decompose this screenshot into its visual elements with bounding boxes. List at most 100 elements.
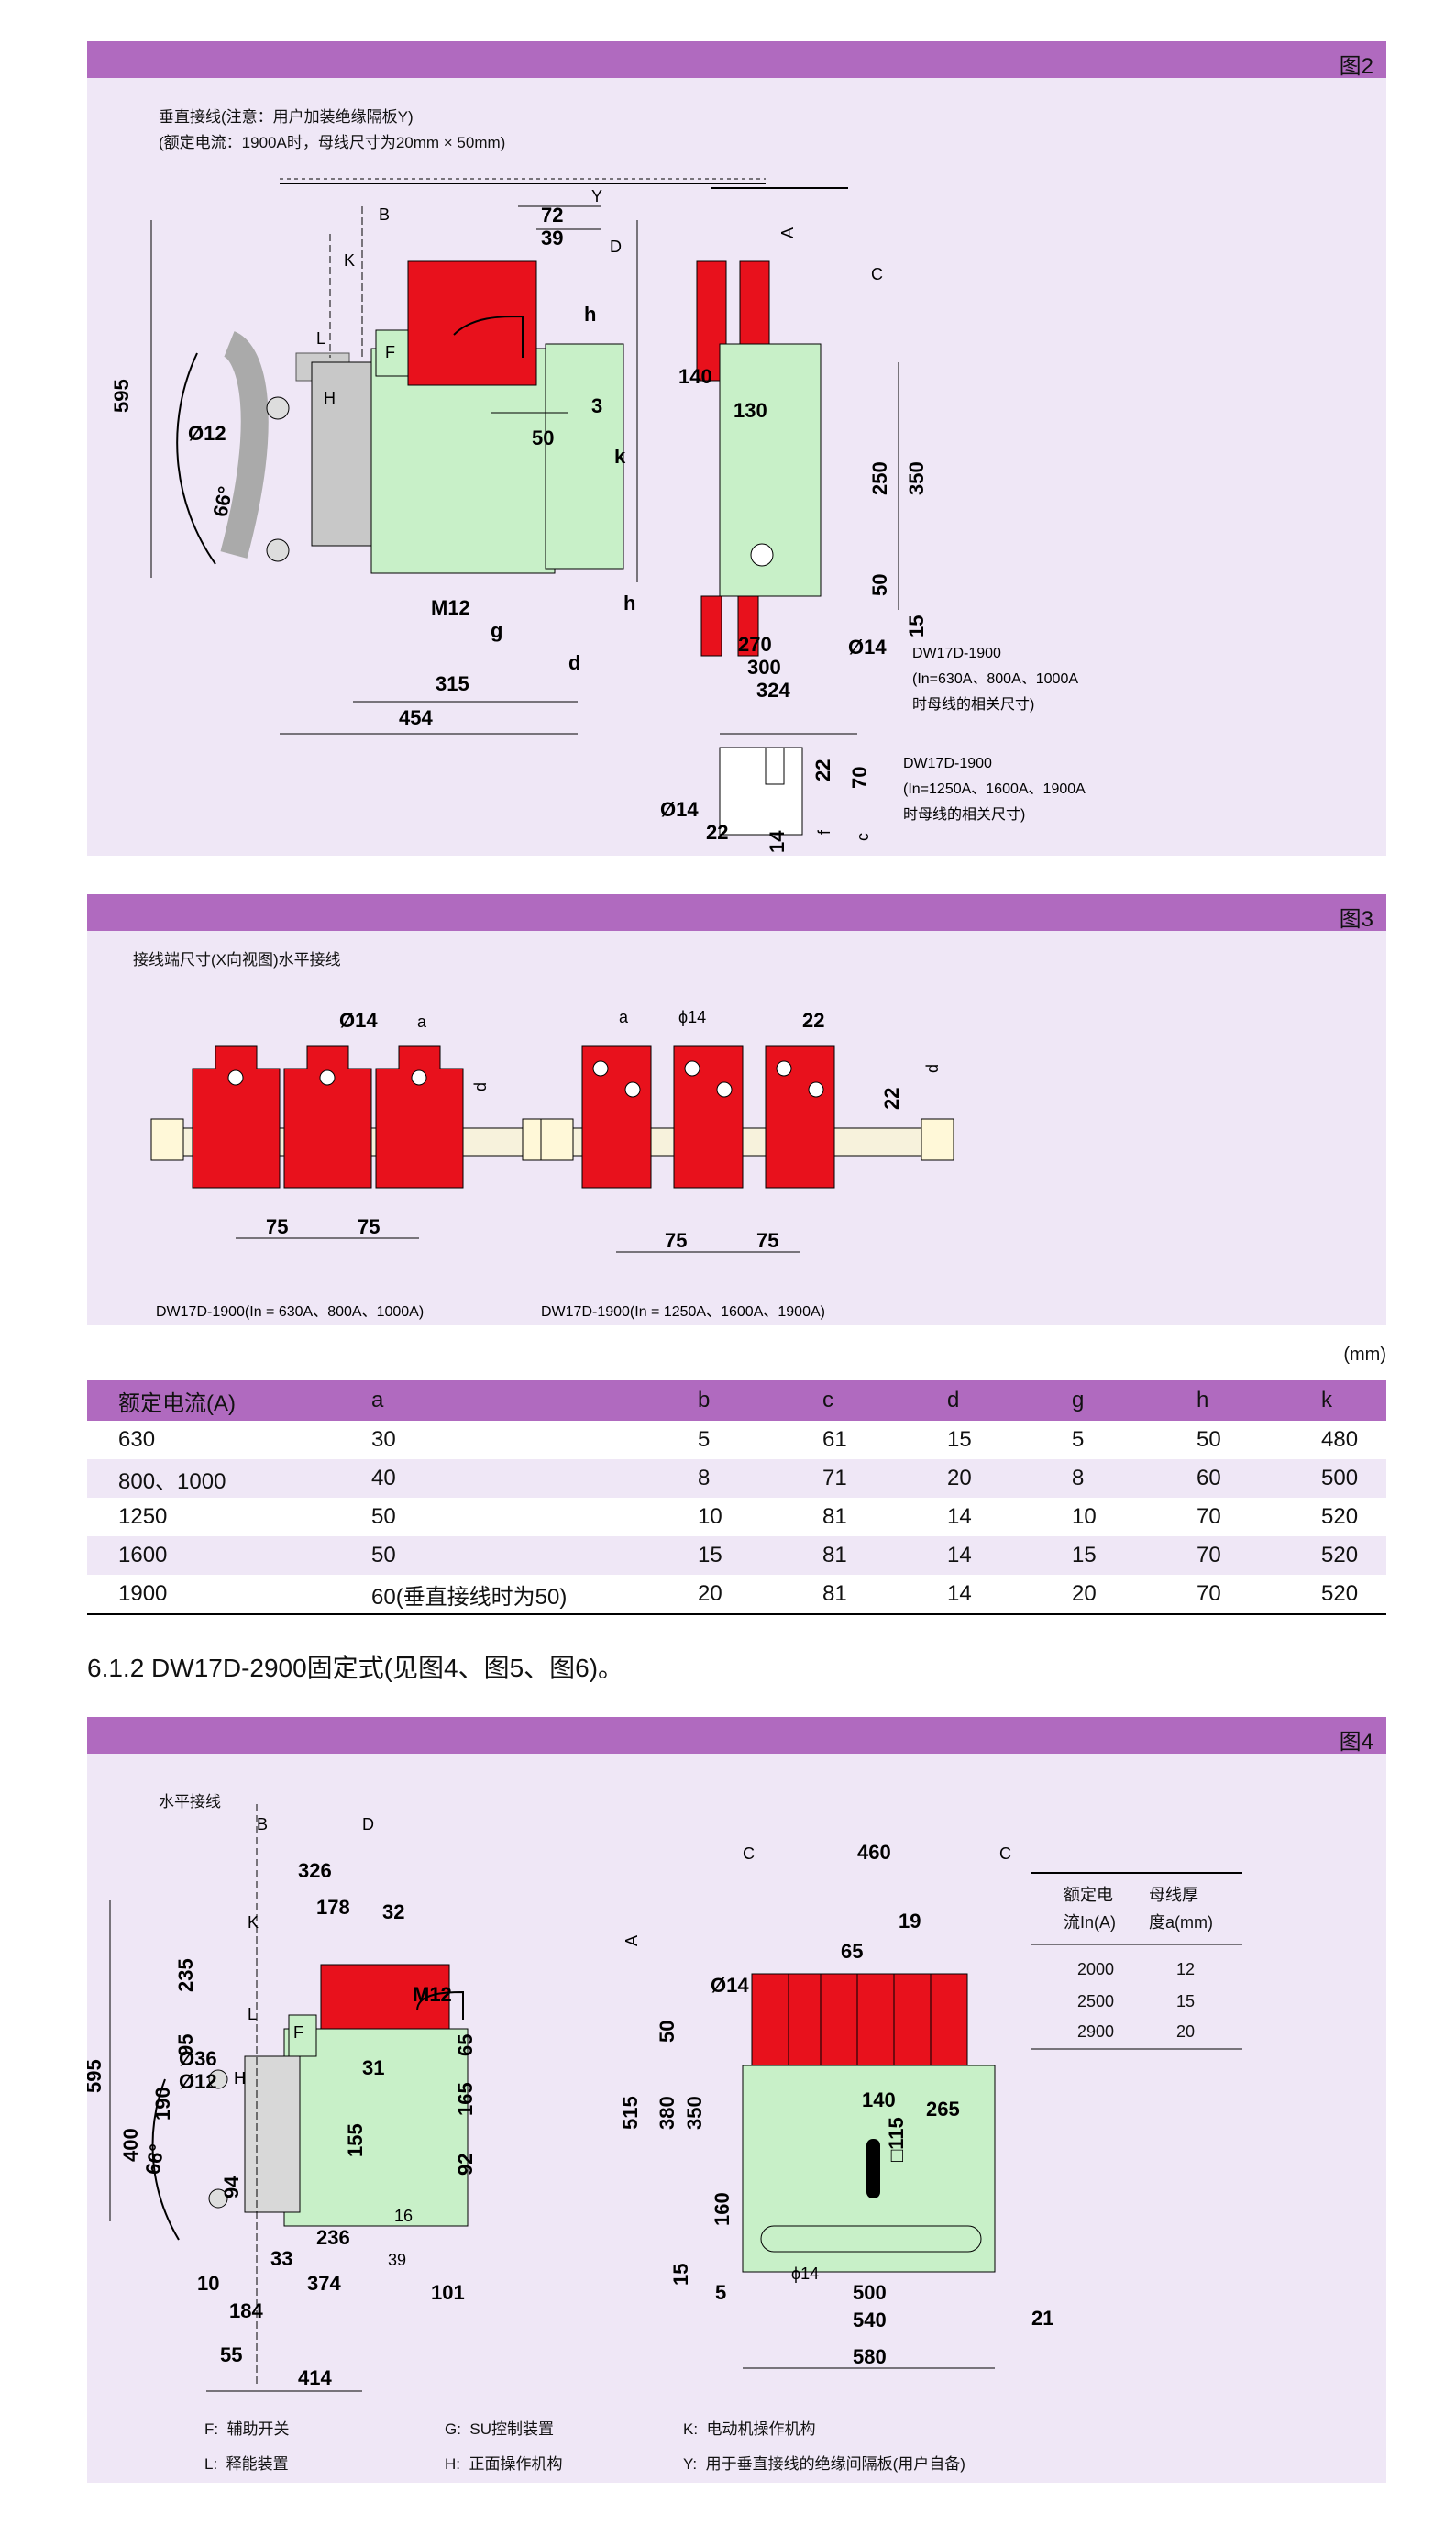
fig3-right-d: d — [923, 1064, 942, 1073]
fig3-right-hole-3b — [808, 1081, 824, 1098]
fig4-label-d: D — [362, 1815, 374, 1833]
fig4-dim-515: 515 — [619, 2096, 642, 2130]
section-title: 6.1.2 DW17D-2900固定式(见图4、图5、图6)。 — [87, 1654, 624, 1682]
table-cell: 5 — [1072, 1427, 1085, 1452]
label-d: D — [610, 238, 622, 256]
figure-3-note: 接线端尺寸(X向视图)水平接线 — [133, 951, 341, 969]
fig3-left-terminal-2 — [283, 1045, 372, 1189]
fig4-dim-5: 5 — [715, 2281, 726, 2304]
table-cell: 520 — [1316, 1575, 1386, 1615]
figure-2-drawing: 595 72 39 3 50 k h h d g 315 454 66° Ø12… — [110, 178, 1086, 853]
table-cell: 70 — [1197, 1504, 1221, 1529]
dim-39: 39 — [541, 227, 563, 249]
fig4-dim-580: 580 — [853, 2345, 887, 2368]
front-hole — [750, 543, 774, 567]
dim-g: g — [491, 619, 502, 642]
figure-4-label: 图4 — [1339, 1730, 1373, 1755]
fig4-dim-414: 414 — [298, 2366, 332, 2389]
fig4-dim-595: 595 — [87, 2059, 105, 2093]
fig4-dim-94: 94 — [220, 2176, 243, 2198]
table-row: 800、1000 40 8 71 20 8 60 500 — [87, 1459, 1386, 1498]
table-cell: 81 — [822, 1504, 847, 1529]
figure-3-label: 图3 — [1339, 907, 1373, 932]
col-a: a — [366, 1380, 692, 1421]
front-bar-bottom-1 — [700, 595, 722, 657]
table-cell: 1600 — [87, 1536, 366, 1575]
figure-2-header: 图2 — [87, 41, 1386, 79]
table-cell: 20 — [942, 1459, 1066, 1498]
table-cell: 61 — [822, 1427, 847, 1452]
fig4-dim-115: □115 — [885, 2117, 908, 2162]
model-2-line2: (In=1250A、1600A、1900A — [903, 781, 1086, 797]
fig3-left-hole-3 — [411, 1069, 427, 1086]
mini-table-header-1b: 流In(A) — [1064, 1913, 1117, 1932]
dim-h-bottom: h — [623, 592, 635, 615]
fig4-label-l: L — [248, 2005, 257, 2023]
fig3-left-d: d — [471, 1082, 490, 1091]
figure-4-header: 图4 — [87, 1717, 1386, 1755]
table-cell: 40 — [366, 1459, 692, 1498]
mini-table-cell: 2900 — [1077, 2022, 1115, 2041]
fig4-dim-66deg: 66° — [141, 2143, 169, 2176]
pivot-bottom — [266, 538, 290, 562]
breaker-body — [370, 348, 556, 574]
table-cell: 50 — [366, 1536, 692, 1575]
figure-4-note: 水平接线 — [159, 1793, 221, 1811]
mini-table-cell: 12 — [1176, 1960, 1196, 1978]
fig4-label-f: F — [293, 2023, 303, 2042]
figure-2-note-2: (额定电流：1900A时，母线尺寸为20mm × 50mm) — [159, 134, 506, 151]
table-unit: (mm) — [1343, 1345, 1386, 1365]
operator-block — [311, 361, 381, 547]
figure-3-drawing: 75 75 Ø14 a d DW17D-1900(In = 630A、800A、… — [150, 1008, 954, 1320]
mini-table-header-1: 额定电 — [1064, 1886, 1113, 1904]
col-rated-current: 额定电流(A) — [87, 1380, 366, 1421]
fig3-right-terminal-1 — [581, 1045, 652, 1189]
breaker-rear — [545, 343, 624, 570]
spec-table-header: 额定电流(A) a b c d g h k — [87, 1380, 1386, 1421]
fig4-dim-phi36: Ø36 — [179, 2047, 217, 2070]
fig3-right-hole-2b — [716, 1081, 733, 1098]
table-cell: 480 — [1321, 1427, 1359, 1452]
dim-phi14b: Ø14 — [660, 798, 699, 821]
figure-2-note-1: 垂直接线(注意：用户加装绝缘隔板Y) — [159, 108, 414, 126]
figure-2-panel: 图2 垂直接线(注意：用户加装绝缘隔板Y) (额定电流：1900A时，母线尺寸为… — [87, 41, 1386, 856]
fig4-dim-350: 350 — [683, 2096, 706, 2130]
fig4-dim-460: 460 — [857, 1841, 891, 1864]
fig3-right-phi14: ϕ14 — [678, 1008, 706, 1026]
fig4-pivot-top — [208, 2069, 228, 2089]
fig4-dim-phi12: Ø12 — [179, 2070, 217, 2093]
fig3-right-hole-1b — [624, 1081, 641, 1098]
fig4-dim-178: 178 — [316, 1896, 350, 1919]
fig4-dim-160: 160 — [711, 2192, 734, 2226]
table-cell: 70 — [1191, 1575, 1316, 1615]
table-cell: 8 — [1066, 1459, 1191, 1498]
dim-c: c — [854, 833, 872, 841]
fig4-front-a: A — [623, 1935, 641, 1946]
legend-text: SU控制装置 — [469, 2420, 555, 2438]
handle-shape — [220, 331, 269, 559]
col-g: g — [1066, 1380, 1191, 1421]
fig4-dim-55: 55 — [220, 2343, 242, 2366]
dim-phi12: Ø12 — [188, 422, 226, 445]
table-cell: 50 — [1197, 1427, 1221, 1452]
fig3-left-hole-2 — [319, 1069, 336, 1086]
fig4-dim-540: 540 — [853, 2309, 887, 2331]
col-k: k — [1316, 1380, 1386, 1421]
fig3-left-phi14: Ø14 — [339, 1009, 378, 1032]
fig4-body — [283, 2028, 469, 2227]
fig4-operator — [244, 2055, 301, 2213]
fig4-dim-184: 184 — [229, 2299, 263, 2322]
dim-250: 250 — [868, 461, 891, 495]
fig4-dim-235: 235 — [174, 1958, 197, 1992]
fig3-right-22: 22 — [802, 1009, 824, 1032]
fig4-dim-32: 32 — [382, 1900, 404, 1923]
fig4-dim-400: 400 — [119, 2128, 142, 2162]
table-cell: 10 — [698, 1504, 722, 1529]
fig3-left-dim-75b: 75 — [358, 1215, 380, 1238]
fig4-dim-phi14: Ø14 — [711, 1974, 749, 1997]
legend-key: G: — [445, 2420, 461, 2438]
fig3-right-22b: 22 — [880, 1088, 903, 1110]
fig3-left-a: a — [417, 1013, 427, 1031]
fig4-dim-165: 165 — [454, 2082, 477, 2116]
dim-324: 324 — [756, 679, 790, 702]
